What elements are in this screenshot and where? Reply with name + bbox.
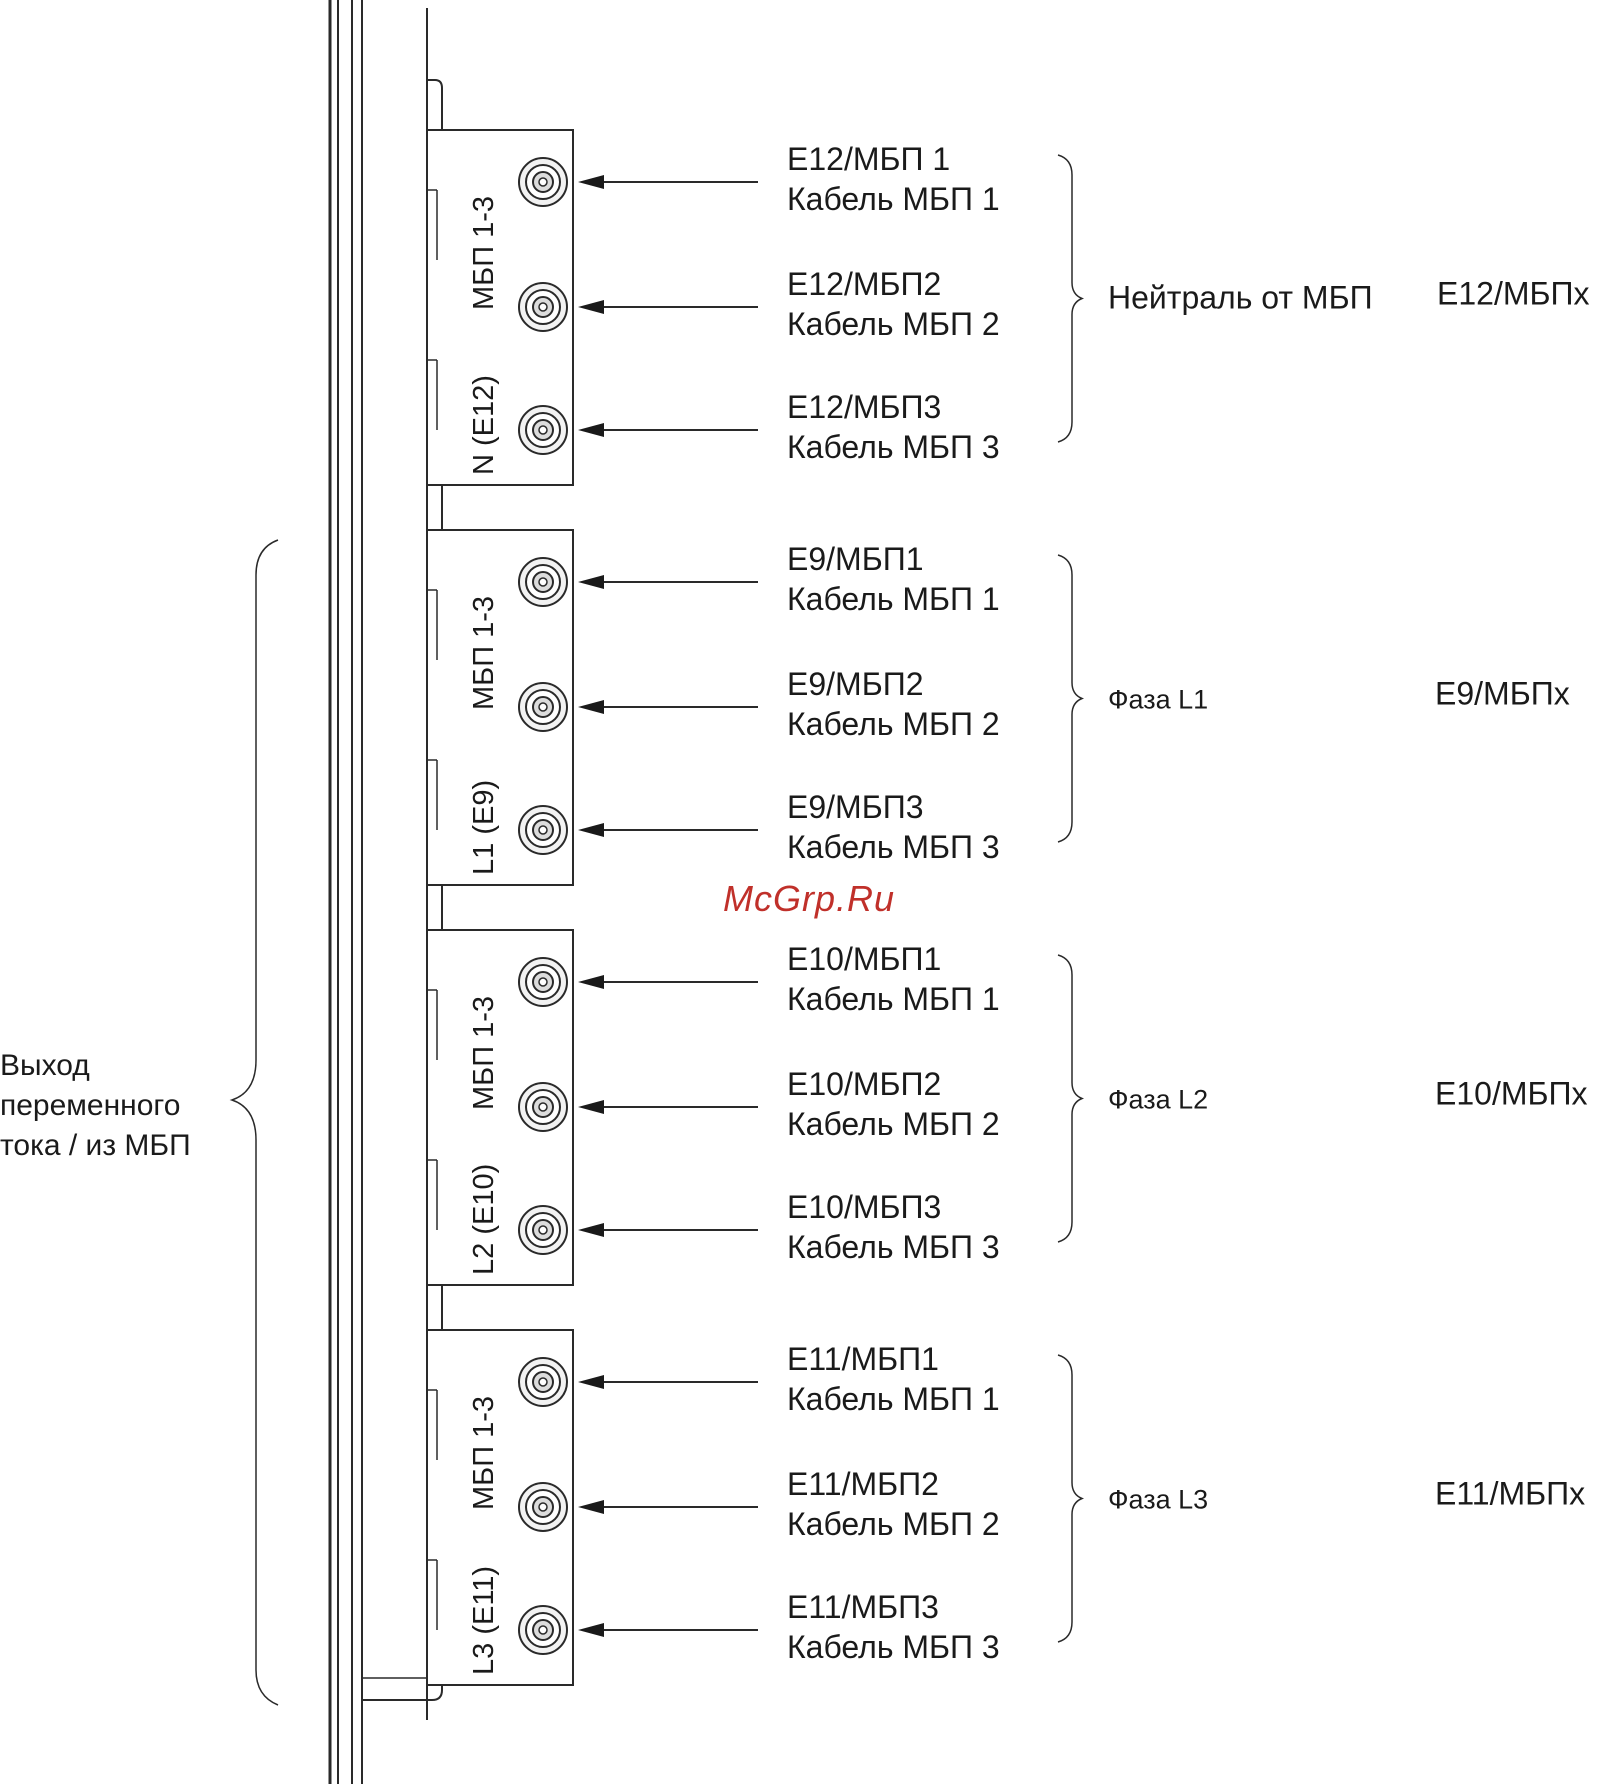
- block-vertical-label: L2 (E10): [468, 1164, 500, 1275]
- terminal-stud: [538, 1225, 548, 1235]
- terminal-id-label: E9/МБП3: [787, 789, 923, 825]
- terminal-stud: [538, 1502, 548, 1512]
- terminal-cable-label: Кабель МБП 3: [787, 1229, 1000, 1265]
- terminal-stud: [538, 302, 548, 312]
- terminal-stud: [538, 1377, 548, 1387]
- arrow-head-icon: [578, 423, 604, 437]
- block-vertical-sublabel: МБП 1-3: [468, 596, 500, 710]
- arrow-head-icon: [578, 1500, 604, 1514]
- cable-prefix-label: E10/МБПх: [1435, 1076, 1587, 1112]
- group-label: Фаза L2: [1108, 1085, 1208, 1115]
- group-brace: [1057, 954, 1085, 1243]
- arrow-head-icon: [578, 1623, 604, 1637]
- terminal-cable-label: Кабель МБП 2: [787, 1106, 1000, 1142]
- terminal-cable-label: Кабель МБП 3: [787, 1629, 1000, 1665]
- watermark: McGrp.Ru: [723, 878, 895, 919]
- terminal-stud: [538, 1102, 548, 1112]
- arrow-head-icon: [578, 300, 604, 314]
- terminal-stud: [538, 702, 548, 712]
- terminal-stud: [538, 977, 548, 987]
- cable-prefix-label: E11/МБПх: [1435, 1476, 1585, 1512]
- side-label-line-2: переменного: [0, 1089, 180, 1122]
- arrow-head-icon: [578, 1223, 604, 1237]
- side-label-line-1: Выход: [0, 1049, 90, 1082]
- cabinet-frame: [328, 0, 443, 1784]
- arrow-head-icon: [578, 575, 604, 589]
- side-label-line-3: тока / из МБП: [0, 1129, 191, 1162]
- arrow-head-icon: [578, 1375, 604, 1389]
- terminal-cable-label: Кабель МБП 3: [787, 429, 1000, 465]
- block-vertical-label: L3 (E11): [468, 1566, 500, 1675]
- group-label: Фаза L3: [1108, 1485, 1208, 1515]
- cable-prefix-label: E9/МБПх: [1435, 676, 1570, 712]
- terminal-cable-label: Кабель МБП 2: [787, 1506, 1000, 1542]
- terminal-id-label: E12/МБП 1: [787, 141, 950, 177]
- group-label: Фаза L1: [1108, 685, 1208, 715]
- terminal-id-label: E10/МБП1: [787, 941, 941, 977]
- terminal-cable-label: Кабель МБП 3: [787, 829, 1000, 865]
- terminal-id-label: E10/МБП3: [787, 1189, 941, 1225]
- terminal-cable-label: Кабель МБП 2: [787, 706, 1000, 742]
- terminal-id-label: E11/МБП3: [787, 1589, 939, 1625]
- terminal-cable-label: Кабель МБП 1: [787, 581, 1000, 617]
- terminal-1: E12/МБП 1 Кабель МБП 1: [518, 141, 1000, 217]
- terminal-id-label: E9/МБП2: [787, 666, 923, 702]
- arrow-head-icon: [578, 823, 604, 837]
- group-brace: [1057, 554, 1085, 843]
- arrow-head-icon: [578, 700, 604, 714]
- terminal-id-label: E12/МБП2: [787, 266, 941, 302]
- terminal-cable-label: Кабель МБП 2: [787, 306, 1000, 342]
- arrow-head-icon: [578, 1100, 604, 1114]
- terminal-id-label: E11/МБП2: [787, 1466, 939, 1502]
- terminal-cable-label: Кабель МБП 1: [787, 1381, 1000, 1417]
- terminal-stud: [538, 825, 548, 835]
- block-vertical-sublabel: МБП 1-3: [468, 996, 500, 1110]
- arrow-head-icon: [578, 175, 604, 189]
- terminal-cable-label: Кабель МБП 1: [787, 981, 1000, 1017]
- terminal-id-label: E10/МБП2: [787, 1066, 941, 1102]
- terminal-stud: [538, 425, 548, 435]
- cable-prefix-label: E12/МБПх: [1437, 276, 1589, 312]
- terminal-id-label: E9/МБП1: [787, 541, 923, 577]
- arrow-head-icon: [578, 975, 604, 989]
- terminal-stud: [538, 1625, 548, 1635]
- block-vertical-sublabel: МБП 1-3: [468, 1396, 500, 1510]
- group-brace: [1057, 1354, 1085, 1643]
- block-vertical-sublabel: МБП 1-3: [468, 196, 500, 310]
- side-label: Выход переменного тока / из МБП: [0, 1049, 191, 1162]
- terminal-cable-label: Кабель МБП 1: [787, 181, 1000, 217]
- output-brace: [229, 539, 279, 1706]
- group-brace: [1057, 154, 1085, 443]
- terminal-id-label: E11/МБП1: [787, 1341, 939, 1377]
- block-vertical-label: N (E12): [468, 375, 500, 475]
- terminal-stud: [538, 177, 548, 187]
- group-label: Нейтраль от МБП: [1108, 280, 1373, 316]
- terminal-stud: [538, 577, 548, 587]
- terminal-id-label: E12/МБП3: [787, 389, 941, 425]
- block-vertical-label: L1 (E9): [468, 780, 500, 875]
